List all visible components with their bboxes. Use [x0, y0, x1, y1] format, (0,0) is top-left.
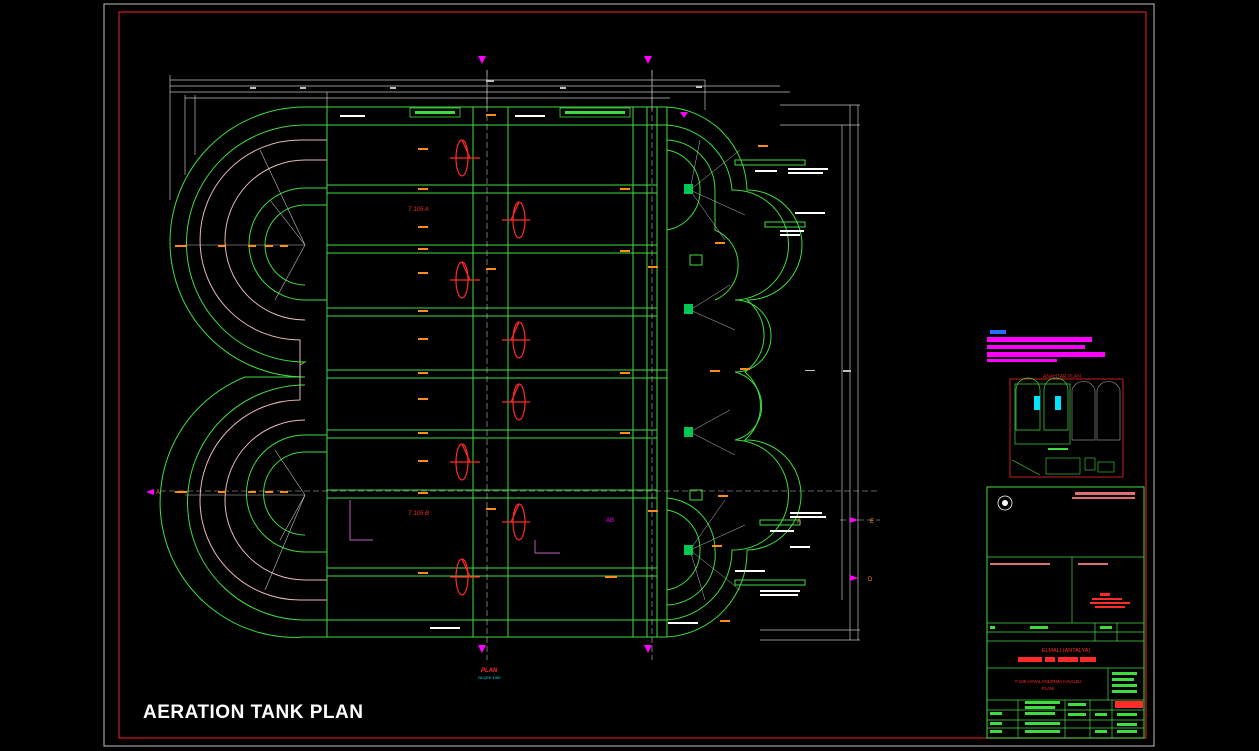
aerator	[502, 201, 530, 239]
tank-b-label: T 105 B	[408, 511, 429, 517]
drawing-title-line-1: T-105 HAVALANDIRMA HAVUZU	[1015, 679, 1082, 684]
section-e-mark: E	[870, 519, 874, 525]
ab-mark: AB	[606, 518, 614, 524]
project-location: ELMALI (ANTALYA)	[1042, 648, 1091, 654]
title-block: ELMALI (ANTALYA) T-105 HAVALANDIRMA HAVU…	[986, 486, 1145, 739]
key-plan: ANAHTAR PLAN	[1009, 374, 1124, 478]
drawing-caption: AERATION TANK PLAN	[143, 702, 364, 723]
inner-frame	[118, 11, 1147, 739]
aerator	[502, 321, 530, 359]
key-plan-title: ANAHTAR PLAN	[1043, 374, 1081, 380]
tank-a-label: T 105 A	[408, 207, 429, 213]
aerator	[450, 443, 480, 481]
plan-label: PLAN	[481, 668, 498, 674]
aerator	[450, 139, 480, 177]
outer-frame	[103, 3, 1155, 747]
section-d-mark: D	[868, 577, 873, 583]
aerator	[502, 503, 530, 541]
legend-block	[987, 330, 1105, 362]
aerator	[450, 558, 480, 596]
aerator	[450, 261, 480, 299]
plan-scale: ÖLÇEK 1/50	[478, 675, 501, 680]
drawing-title-line-2: PLANI	[1041, 686, 1054, 691]
section-a-mark: A	[156, 490, 160, 496]
aeration-tank-plan: A A E D AB T 105 A T 105 B PLAN ÖLÇEK 1/…	[146, 56, 880, 680]
aerator	[502, 383, 530, 421]
section-a-right-mark: A	[797, 519, 801, 525]
